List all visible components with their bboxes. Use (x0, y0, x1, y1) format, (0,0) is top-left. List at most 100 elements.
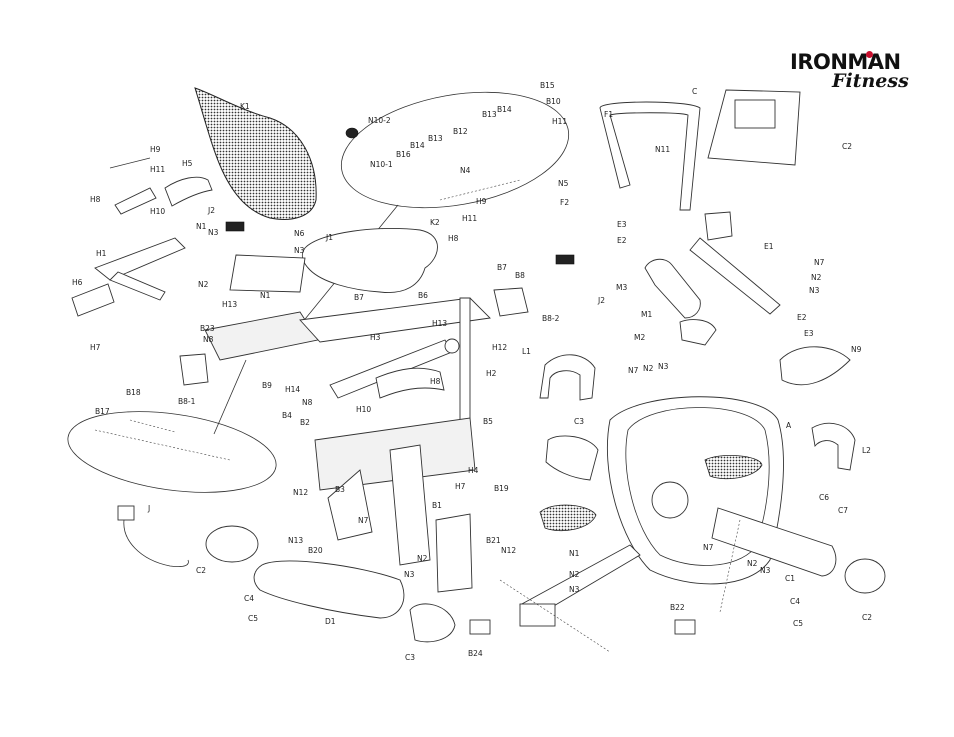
label-b2: B2 (300, 418, 310, 427)
upright-b1 (389, 444, 431, 566)
knob-b8-1 (179, 353, 209, 386)
label-j2b: J2 (597, 296, 605, 305)
water-bottle-m3 (644, 258, 701, 319)
label-c3: C3 (405, 653, 415, 662)
label-h8c: H8 (430, 377, 441, 386)
seat-cushion-k2 (301, 228, 438, 293)
callout-ellipse-top (340, 91, 570, 209)
label-b22: B22 (670, 603, 685, 612)
rear-stabilizer-c1 (711, 507, 837, 577)
foot-b24 (469, 619, 491, 635)
label-b19: B19 (494, 484, 509, 493)
label-j1: J1 (325, 233, 333, 242)
sticker-j2 (555, 254, 575, 265)
label-f1: F1 (604, 110, 613, 119)
label-b7b: B7 (354, 293, 364, 302)
label-n12b: N12 (501, 546, 516, 555)
bottle-holder-m1 (679, 319, 717, 346)
label-b24: B24 (468, 649, 483, 658)
logo-brand-text: IRONMAN (790, 50, 901, 74)
shroud-n9 (779, 346, 851, 386)
label-b15: B15 (540, 81, 555, 90)
label-n7b: N7 (814, 258, 825, 267)
label-c: C (692, 87, 697, 96)
label-b13: B13 (482, 110, 497, 119)
label-k2: K2 (430, 218, 440, 227)
seat-carriage (204, 311, 319, 361)
sticker-j2-left (225, 221, 245, 232)
label-h5: H5 (182, 159, 193, 168)
label-c5b: C5 (793, 619, 803, 628)
console-mast-e1 (689, 237, 781, 315)
label-e3: E3 (617, 220, 627, 229)
slider-b6 (299, 297, 491, 343)
label-a: A (786, 421, 792, 430)
label-n2d: N2 (643, 364, 654, 373)
label-b23: B23 (200, 324, 215, 333)
label-b12: B12 (453, 127, 468, 136)
label-n3b: N3 (294, 246, 305, 255)
label-n7: N7 (358, 516, 369, 525)
label-c2: C2 (196, 566, 206, 575)
label-n8: N8 (203, 335, 214, 344)
label-m2: M2 (634, 333, 645, 342)
label-h4: H4 (468, 466, 479, 475)
label-b4: B4 (282, 411, 292, 420)
sensor-h9 (109, 157, 151, 169)
assembly-line-4 (499, 579, 611, 653)
adapter-cord (123, 519, 189, 568)
label-b17: B17 (95, 407, 110, 416)
label-b20: B20 (308, 546, 323, 555)
label-n2e: N2 (747, 559, 758, 568)
label-c5: C5 (248, 614, 258, 623)
end-cap-h12 (444, 338, 460, 354)
label-c2b: C2 (842, 142, 852, 151)
label-h3: H3 (370, 333, 381, 342)
bracket-b8 (493, 287, 529, 317)
ironman-fitness-logo: IRONMAN Fitness (790, 50, 915, 95)
label-h14: H14 (285, 385, 300, 394)
label-n2c: N2 (811, 273, 822, 282)
label-c2c: C2 (862, 613, 872, 622)
label-h11c: H11 (462, 214, 477, 223)
label-h13: H13 (222, 300, 237, 309)
base-plate (519, 603, 556, 627)
logo-sub-text: Fitness (832, 70, 909, 92)
handlebar-f1 (599, 101, 701, 211)
label-e3b: E3 (804, 329, 814, 338)
label-h9b: H9 (476, 197, 487, 206)
post-b6 (459, 297, 471, 431)
label-h2: H2 (486, 369, 497, 378)
label-b8-2: B8-2 (542, 314, 560, 323)
crank-hub (651, 481, 689, 519)
pedal-right (704, 455, 763, 480)
label-b6: B6 (418, 291, 428, 300)
label-l1: L1 (522, 347, 531, 356)
label-b16: B16 (396, 150, 411, 159)
label-n10-2: N10-2 (368, 116, 391, 125)
end-cap-c2-right (844, 558, 886, 594)
mast-top-e3 (704, 211, 733, 241)
label-n1c: N1 (569, 549, 580, 558)
label-c7: C7 (838, 506, 848, 515)
label-e2b: E2 (797, 313, 807, 322)
shroud-l2 (811, 422, 856, 471)
label-n13: N13 (288, 536, 303, 545)
knob-n10-2 (345, 127, 359, 139)
label-d1: D1 (325, 617, 336, 626)
label-b9: B9 (262, 381, 272, 390)
label-n1b: N1 (260, 291, 271, 300)
label-h11: H11 (552, 117, 567, 126)
label-h6: H6 (72, 278, 83, 287)
end-cap-c3 (409, 603, 456, 643)
callout-ellipse-bottom-left (67, 411, 277, 493)
label-n3: N3 (208, 228, 219, 237)
logo-dot (866, 51, 873, 58)
label-n1: N1 (196, 222, 207, 231)
label-j: J (147, 504, 150, 513)
front-stabilizer-d1 (253, 560, 405, 619)
assembly-line-3 (439, 179, 521, 201)
adapter-j (117, 505, 135, 521)
grip-h8 (114, 187, 157, 215)
label-h1: H1 (96, 249, 107, 258)
